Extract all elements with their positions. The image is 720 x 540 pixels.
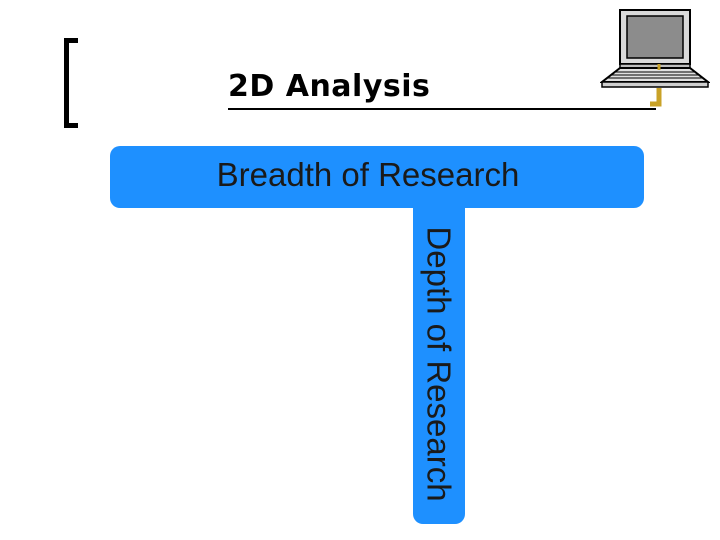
depth-label: Depth of Research	[420, 226, 458, 502]
slide-title: 2D Analysis	[228, 69, 431, 104]
breadth-label: Breadth of Research	[216, 156, 520, 193]
laptop-icon	[600, 9, 710, 107]
title-bracket	[64, 38, 78, 128]
depth-bar	[413, 196, 465, 524]
title-underline	[228, 108, 656, 110]
breadth-bar	[110, 146, 644, 208]
